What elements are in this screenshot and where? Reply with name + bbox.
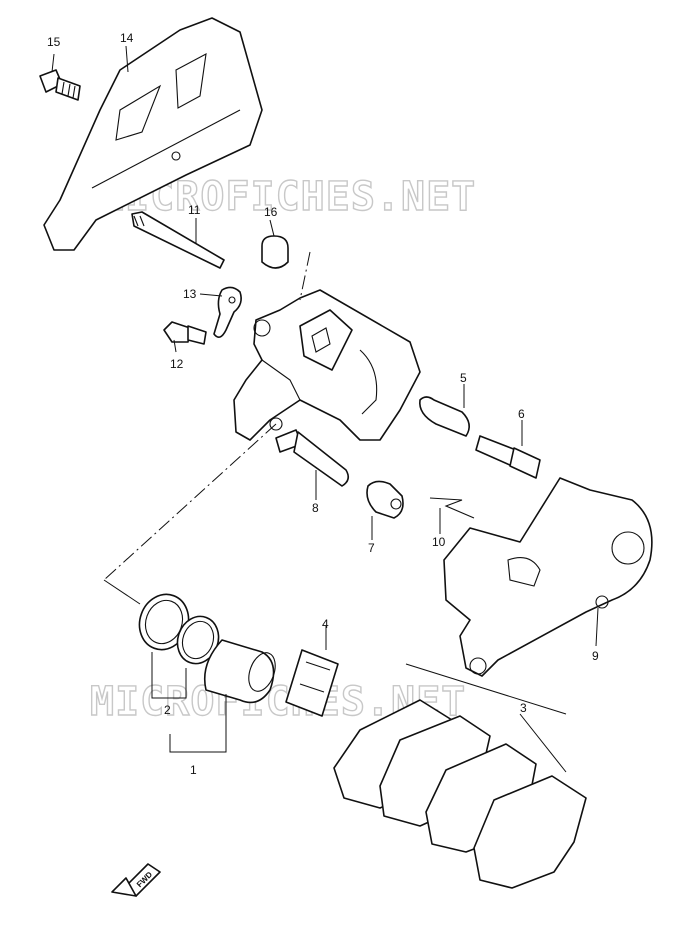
callout-4: 4	[322, 617, 329, 631]
callout-2: 2	[164, 703, 171, 717]
callout-14: 14	[120, 31, 134, 45]
shim-4-part	[285, 649, 339, 717]
callout-1: 1	[190, 763, 197, 777]
callout-10: 10	[432, 535, 446, 549]
spring-10-part	[429, 497, 475, 519]
callout-9: 9	[592, 649, 599, 663]
seal-ring-outer-part	[138, 593, 190, 651]
callout-7: 7	[368, 541, 375, 555]
clip-13-part	[213, 286, 242, 338]
callout-11: 11	[188, 203, 201, 217]
cap-16-part	[261, 235, 289, 269]
piston-part	[203, 639, 276, 704]
bracket-9-part	[443, 477, 653, 677]
slide-pin-8-part	[275, 429, 350, 487]
callout-5: 5	[460, 371, 467, 385]
bushing-5-part	[419, 396, 470, 437]
callout-13: 13	[183, 287, 197, 301]
bolt-15-part	[39, 69, 81, 101]
fwd-arrow-icon: FWD	[111, 863, 161, 897]
callout-15: 15	[47, 35, 61, 49]
bolt-6-part	[475, 435, 541, 479]
callout-16: 16	[264, 205, 278, 219]
boot-7-part	[366, 480, 404, 519]
callout-8: 8	[312, 501, 319, 515]
seal-ring-inner-part	[176, 615, 220, 665]
pin-11-part	[131, 211, 225, 269]
caliper-body-part	[233, 289, 421, 441]
caliper-guard-part	[43, 17, 263, 251]
callout-6: 6	[518, 407, 525, 421]
brake-pads-part	[333, 699, 587, 889]
callout-12: 12	[170, 357, 184, 371]
callout-3: 3	[520, 701, 527, 715]
bleeder-12-part	[163, 321, 207, 345]
